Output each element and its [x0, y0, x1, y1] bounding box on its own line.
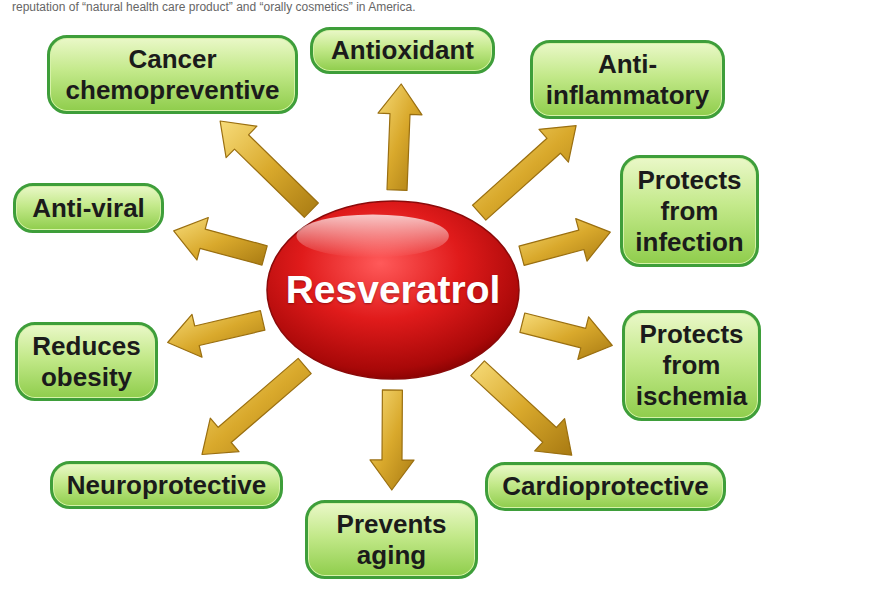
text-stack: Neuroprotective [67, 470, 266, 501]
effect-box: Protects from infection [620, 155, 759, 267]
effect-box: Cardioprotective [485, 462, 726, 511]
block-arrow [370, 390, 414, 490]
effect-box: Prevents aging [305, 500, 478, 579]
block-arrow [471, 361, 572, 455]
block-arrow [174, 218, 268, 266]
text-stack: Prevents aging [314, 509, 469, 571]
effect-box: Reduces obesity [15, 322, 158, 401]
text-stack: Cancer chemopreventive [56, 44, 289, 106]
text-stack: Reduces obesity [24, 331, 149, 393]
center-ellipse: Resveratrol [266, 200, 520, 380]
effect-label: Anti-viral [32, 193, 145, 224]
effect-label: Neuroprotective [67, 470, 266, 501]
ellipse-highlight [296, 214, 448, 257]
block-arrow [519, 219, 610, 266]
caption-fragment: reputation of “natural health care produ… [12, 0, 416, 14]
effect-label: Anti-inflammatory [539, 49, 716, 111]
effect-label: Cardioprotective [502, 471, 709, 502]
effect-box: Protects from ischemia [622, 310, 761, 421]
text-stack: Anti-viral [32, 193, 145, 224]
effect-box: Neuroprotective [50, 461, 283, 509]
block-arrow [220, 121, 318, 217]
effect-label: Antioxidant [331, 35, 474, 66]
text-stack: Anti-inflammatory [539, 49, 716, 111]
effect-label: Reduces obesity [24, 331, 149, 393]
block-arrow [202, 358, 311, 454]
text-stack: Protects from ischemia [631, 319, 752, 412]
effect-label: Protects from ischemia [631, 319, 752, 412]
block-arrow [520, 313, 612, 359]
ellipse-fill [267, 201, 519, 379]
text-stack: Resveratrol [286, 268, 501, 312]
block-arrow [168, 311, 265, 358]
text-stack: Protects from infection [629, 165, 750, 258]
effect-box: Anti-viral [13, 183, 164, 233]
effect-box: Antioxidant [310, 27, 495, 74]
block-arrow [473, 126, 577, 220]
block-arrow [378, 84, 422, 190]
text-stack: Cardioprotective [502, 471, 709, 502]
effect-box: Anti-inflammatory [530, 40, 725, 119]
effect-label: Cancer chemopreventive [56, 44, 289, 106]
effect-box: Cancer chemopreventive [47, 35, 298, 114]
center-title: Resveratrol [286, 268, 501, 312]
text-stack: Antioxidant [331, 35, 474, 66]
effect-label: Prevents aging [314, 509, 469, 571]
effect-label: Protects from infection [629, 165, 750, 258]
